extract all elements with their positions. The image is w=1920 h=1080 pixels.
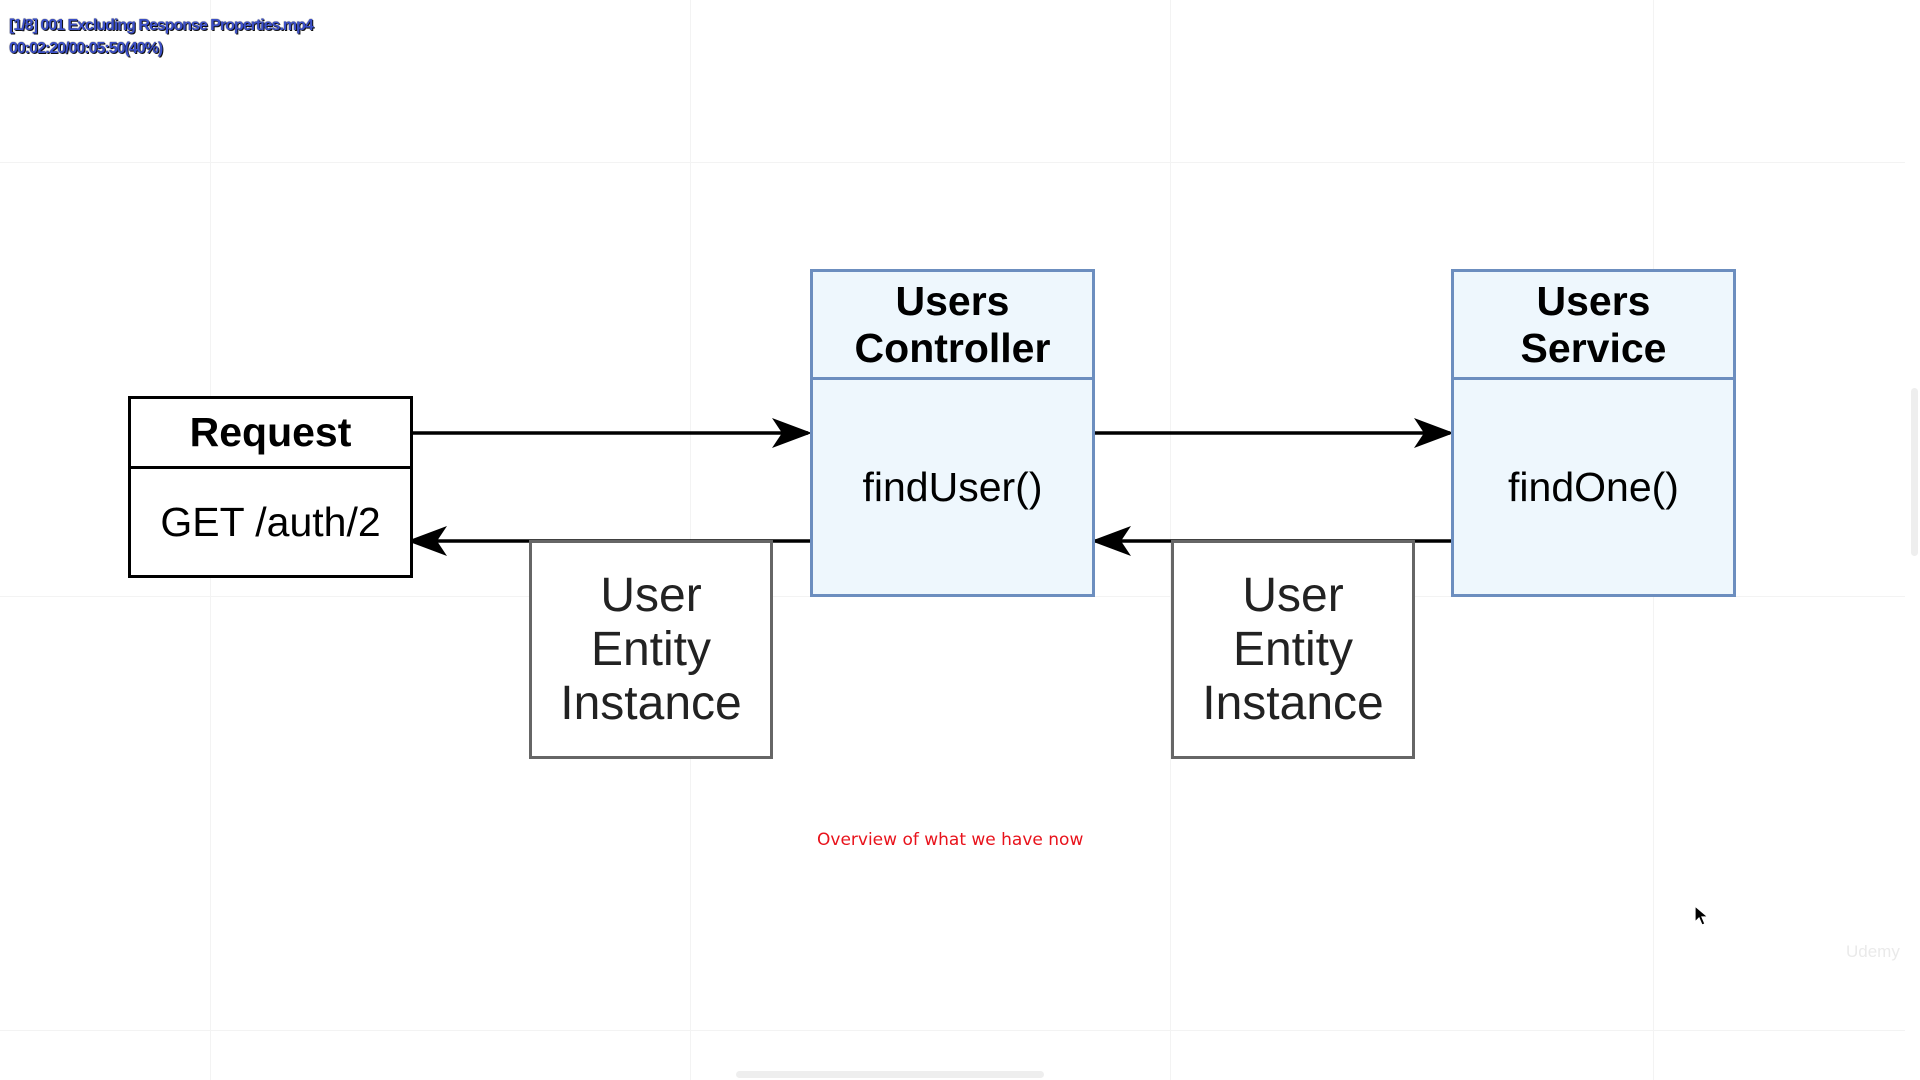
request-route: GET /auth/2 bbox=[160, 498, 381, 545]
slide-caption: Overview of what we have now bbox=[817, 830, 1084, 850]
entity-left-line1: User bbox=[600, 568, 702, 622]
grid-line bbox=[0, 1030, 1905, 1031]
entity-right-line3: Instance bbox=[1202, 676, 1384, 730]
request-box: Request GET /auth/2 bbox=[128, 396, 413, 578]
video-filename: [1/8] 001 Excluding Response Properties.… bbox=[9, 17, 314, 34]
users-controller-title-line1: Users bbox=[895, 277, 1010, 324]
users-service-title-line1: Users bbox=[1536, 277, 1651, 324]
horizontal-scrollbar[interactable] bbox=[736, 1071, 1044, 1078]
entity-right-line1: User bbox=[1242, 568, 1344, 622]
users-controller-method: findUser() bbox=[862, 463, 1043, 510]
users-service-body: findOne() bbox=[1454, 380, 1733, 594]
request-box-body: GET /auth/2 bbox=[131, 469, 410, 575]
udemy-watermark: Udemy bbox=[1846, 942, 1900, 961]
entity-right-line2: Entity bbox=[1232, 622, 1354, 676]
user-entity-instance-left: User Entity Instance bbox=[529, 540, 773, 759]
users-service-box: Users Service findOne() bbox=[1451, 269, 1736, 597]
entity-left-line3: Instance bbox=[560, 676, 742, 730]
video-time: 00:02:20/00:05:50(40%) bbox=[9, 40, 163, 57]
grid-line bbox=[0, 162, 1905, 163]
mouse-pointer-icon bbox=[1694, 905, 1710, 926]
vertical-scrollbar[interactable] bbox=[1911, 388, 1918, 556]
users-controller-body: findUser() bbox=[813, 380, 1092, 594]
request-title: Request bbox=[189, 409, 352, 455]
users-service-method: findOne() bbox=[1508, 463, 1679, 510]
users-service-title-line2: Service bbox=[1520, 324, 1667, 371]
users-controller-title: Users Controller bbox=[813, 272, 1092, 380]
entity-left-line2: Entity bbox=[590, 622, 712, 676]
users-controller-title-line2: Controller bbox=[854, 324, 1051, 371]
users-controller-box: Users Controller findUser() bbox=[810, 269, 1095, 597]
user-entity-instance-right: User Entity Instance bbox=[1171, 540, 1415, 759]
users-service-title: Users Service bbox=[1454, 272, 1733, 380]
player-overlay: [1/8] 001 Excluding Response Properties.… bbox=[9, 14, 314, 60]
request-box-title: Request bbox=[131, 399, 410, 469]
